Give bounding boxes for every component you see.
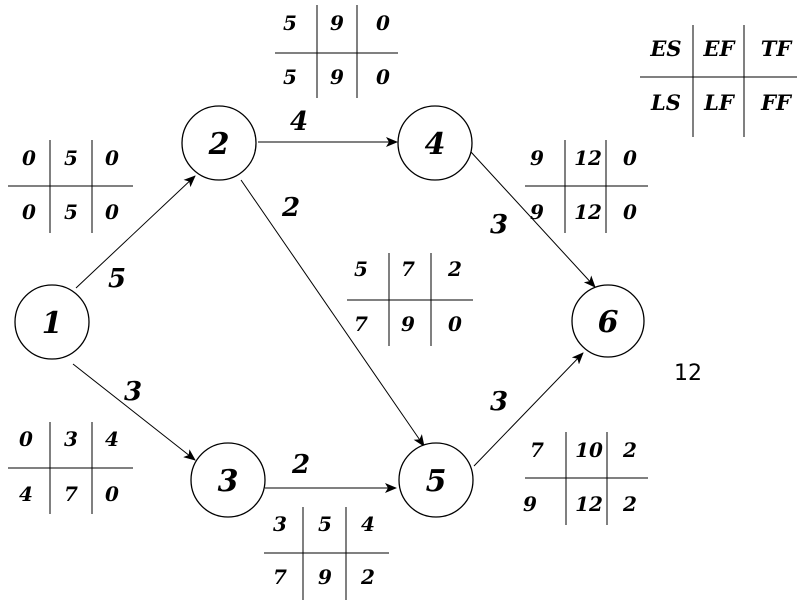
table-cell: 5 bbox=[283, 11, 297, 35]
table-cell: 7 bbox=[64, 482, 78, 506]
table-cell: 0 bbox=[19, 427, 33, 451]
node-4: 4 bbox=[397, 105, 473, 181]
edge-1-2 bbox=[75, 175, 196, 289]
edge-label-2-5: 2 bbox=[281, 193, 300, 223]
table-cell: 2 bbox=[360, 565, 375, 589]
edges bbox=[72, 137, 596, 493]
legend-ff: FF bbox=[760, 90, 793, 115]
node-circle-6 bbox=[571, 284, 645, 358]
table-cell: 4 bbox=[19, 482, 33, 506]
node-label-3: 3 bbox=[218, 464, 239, 499]
edge-label-3-5: 2 bbox=[291, 450, 310, 480]
table-cell: 9 bbox=[530, 146, 544, 170]
node-circle-4 bbox=[397, 105, 473, 181]
edge-label-4-6: 3 bbox=[490, 210, 508, 240]
node-2: 2 bbox=[181, 105, 257, 181]
table-cell: 7 bbox=[273, 565, 287, 589]
table-cell: 9 bbox=[330, 65, 344, 89]
table-cell: 0 bbox=[22, 200, 36, 224]
table-cell: 0 bbox=[22, 146, 36, 170]
activity-table-1-3: 0 3 4 4 7 0 bbox=[8, 422, 133, 514]
edge-label-2-4: 4 bbox=[290, 107, 308, 137]
nodes: 1 2 3 4 5 6 bbox=[14, 105, 645, 518]
table-cell: 2 bbox=[447, 257, 462, 281]
node-label-5: 5 bbox=[426, 464, 447, 499]
table-cell: 0 bbox=[623, 200, 637, 224]
edge-4-6 bbox=[470, 151, 596, 288]
legend-ls: LS bbox=[650, 90, 681, 115]
edge-label-1-3: 3 bbox=[124, 377, 142, 407]
legend-ef: EF bbox=[703, 36, 737, 61]
activity-table-4-6: 9 12 0 9 12 0 bbox=[525, 140, 648, 233]
activity-table-5-6: 7 10 2 9 12 2 bbox=[523, 432, 648, 525]
node-circle-3 bbox=[190, 442, 266, 518]
node-1: 1 bbox=[14, 284, 90, 360]
node-label-1: 1 bbox=[42, 306, 63, 341]
edge-1-3 bbox=[72, 363, 196, 461]
table-cell: 12 bbox=[574, 146, 602, 170]
legend-table: ES EF TF LS LF FF bbox=[640, 25, 797, 137]
table-cell: 0 bbox=[448, 312, 462, 336]
table-cell: 5 bbox=[64, 200, 78, 224]
legend-lf: LF bbox=[703, 90, 736, 115]
table-cell: 3 bbox=[64, 427, 78, 451]
table-cell: 3 bbox=[273, 512, 287, 536]
table-cell: 0 bbox=[623, 146, 637, 170]
table-cell: 5 bbox=[354, 257, 368, 281]
table-cell: 9 bbox=[318, 565, 332, 589]
table-cell: 0 bbox=[376, 11, 390, 35]
table-cell: 5 bbox=[318, 512, 332, 536]
activity-table-2-5: 5 7 2 7 9 0 bbox=[347, 253, 473, 346]
node-3: 3 bbox=[190, 442, 266, 518]
table-cell: 9 bbox=[523, 492, 537, 516]
activity-table-1-2: 0 5 0 0 5 0 bbox=[8, 140, 133, 233]
table-cell: 2 bbox=[622, 438, 637, 462]
table-cell: 2 bbox=[622, 492, 637, 516]
node-circle-1 bbox=[14, 284, 90, 360]
table-cell: 7 bbox=[354, 312, 368, 336]
table-cell: 4 bbox=[361, 512, 375, 536]
table-cell: 10 bbox=[575, 438, 603, 462]
edge-5-6 bbox=[473, 352, 584, 467]
table-cell: 0 bbox=[105, 146, 119, 170]
project-duration: 12 bbox=[674, 361, 702, 386]
table-cell: 5 bbox=[283, 65, 297, 89]
node-label-6: 6 bbox=[598, 305, 619, 340]
table-cell: 9 bbox=[530, 200, 544, 224]
node-circle-2 bbox=[181, 105, 257, 181]
node-5: 5 bbox=[398, 442, 474, 518]
legend-tf: TF bbox=[761, 36, 794, 61]
legend-es: ES bbox=[649, 36, 681, 61]
table-cell: 7 bbox=[530, 438, 544, 462]
edge-labels: 5 3 4 2 2 3 3 bbox=[108, 107, 508, 480]
node-circle-5 bbox=[398, 442, 474, 518]
table-cell: 12 bbox=[574, 200, 602, 224]
table-cell: 5 bbox=[64, 146, 78, 170]
table-cell: 9 bbox=[401, 312, 415, 336]
activity-table-2-4: 5 9 0 5 9 0 bbox=[275, 5, 398, 98]
table-cell: 4 bbox=[105, 427, 119, 451]
edge-label-1-2: 5 bbox=[108, 264, 126, 294]
table-cell: 12 bbox=[575, 492, 603, 516]
table-cell: 9 bbox=[330, 11, 344, 35]
activity-table-3-5: 3 5 4 7 9 2 bbox=[264, 507, 389, 600]
node-label-2: 2 bbox=[208, 127, 230, 162]
table-cell: 0 bbox=[376, 65, 390, 89]
edge-label-5-6: 3 bbox=[490, 387, 508, 417]
table-cell: 0 bbox=[105, 200, 119, 224]
edge-2-5 bbox=[240, 179, 425, 447]
node-label-4: 4 bbox=[425, 127, 446, 162]
node-6: 6 bbox=[571, 284, 645, 358]
table-cell: 0 bbox=[105, 482, 119, 506]
table-cell: 7 bbox=[401, 257, 415, 281]
